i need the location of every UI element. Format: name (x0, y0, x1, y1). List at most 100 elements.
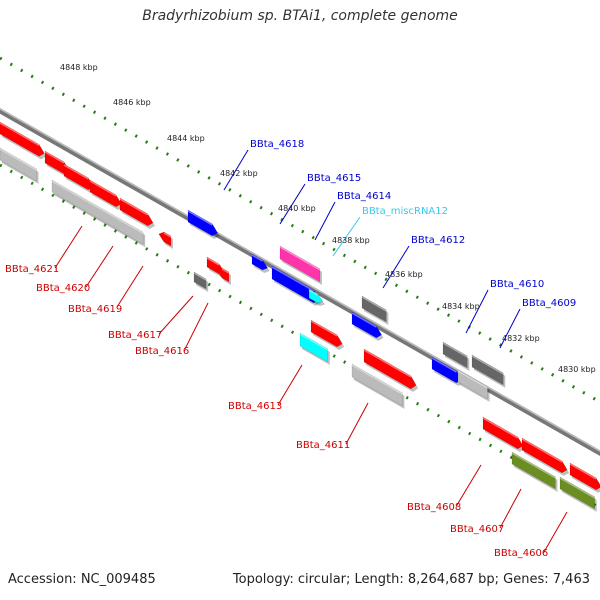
gene-feature-body (457, 369, 488, 400)
gene-feature-body (511, 451, 556, 490)
gene-feature[interactable] (119, 197, 155, 229)
gene-feature-body (193, 271, 207, 290)
gene-feature-body (279, 245, 321, 283)
gene-leader-line (465, 289, 489, 334)
gene-label[interactable]: BBta_4606 (494, 548, 548, 559)
gene-label[interactable]: BBta_4616 (135, 346, 189, 357)
tick-ruler-line (0, 56, 600, 404)
genome-summary-text: Topology: circular; Length: 8,264,687 bp… (232, 572, 590, 587)
gene-feature[interactable] (0, 147, 39, 184)
gene-label[interactable]: BBta_miscRNA12 (362, 206, 448, 217)
gene-feature-highlight (511, 452, 556, 479)
gene-feature[interactable] (363, 348, 419, 392)
gene-feature[interactable] (351, 363, 405, 409)
gene-feature-highlight (569, 463, 597, 480)
gene-label[interactable]: BBta_4608 (407, 502, 461, 513)
gene-feature-highlight (471, 355, 504, 375)
kbp-label: 4830 kbp (558, 365, 596, 374)
feature-track (0, 121, 600, 512)
map-title: Bradyrhizobium sp. BTAi1, complete genom… (142, 8, 458, 24)
gene-feature-highlight (279, 246, 321, 271)
gene-feature[interactable] (89, 179, 124, 210)
gene-feature-highlight (521, 438, 563, 463)
tick-ruler (0, 56, 600, 510)
gene-label[interactable]: BBta_4617 (108, 330, 162, 341)
gene-feature[interactable] (51, 179, 146, 248)
gene-feature-highlight (206, 257, 220, 266)
gene-label[interactable]: BBta_4614 (337, 191, 391, 202)
gene-feature-highlight (431, 357, 457, 373)
gene-feature-highlight (187, 210, 213, 226)
gene-feature[interactable] (63, 163, 96, 193)
gene-feature[interactable] (521, 437, 570, 476)
gene-label[interactable]: BBta_4621 (5, 264, 59, 275)
gene-feature-body (363, 348, 417, 390)
gene-feature[interactable] (471, 354, 506, 388)
gene-feature-highlight (0, 148, 37, 171)
gene-label[interactable]: BBta_4613 (228, 401, 282, 412)
genome-backbone (0, 107, 600, 457)
gene-feature-highlight (457, 370, 488, 389)
gene-feature-body (442, 341, 468, 369)
gene-label[interactable]: BBta_4611 (296, 440, 350, 451)
gene-feature-highlight (351, 312, 377, 328)
gene-feature[interactable] (559, 476, 597, 512)
gene-feature[interactable] (351, 311, 384, 341)
gene-feature[interactable] (216, 267, 231, 285)
gene-label[interactable]: BBta_4618 (250, 139, 304, 150)
gene-leader-line (184, 302, 209, 350)
gene-feature-body (559, 476, 595, 510)
gene-feature[interactable] (361, 295, 389, 325)
kbp-label: 4834 kbp (442, 302, 480, 311)
gene-label[interactable]: BBta_4610 (490, 279, 544, 290)
gene-feature[interactable] (187, 209, 220, 239)
gene-feature[interactable] (442, 341, 470, 371)
gene-feature-highlight (51, 180, 144, 234)
gene-feature-highlight (251, 254, 263, 262)
gene-feature[interactable] (511, 451, 558, 492)
gene-leader-line (382, 245, 410, 289)
gene-feature[interactable] (482, 416, 525, 452)
gene-feature-highlight (63, 164, 89, 180)
kbp-label: 4848 kbp (60, 63, 98, 72)
label-leaders (54, 149, 568, 553)
gene-leader-line (85, 245, 114, 288)
gene-feature-body (0, 121, 45, 157)
gene-feature-body (0, 147, 37, 182)
gene-label[interactable]: BBta_4620 (36, 283, 90, 294)
gene-leader-line (543, 511, 568, 553)
gene-feature-body (482, 416, 524, 450)
gene-feature[interactable] (0, 121, 47, 160)
gene-label[interactable]: BBta_4607 (450, 524, 504, 535)
gene-feature-highlight (361, 296, 387, 312)
kbp-label: 4840 kbp (278, 204, 316, 213)
gene-feature[interactable] (299, 332, 330, 365)
gene-feature[interactable] (569, 462, 600, 493)
gene-label[interactable]: BBta_4609 (522, 298, 576, 309)
gene-feature-body (251, 253, 269, 271)
gene-leader-line (277, 364, 303, 406)
kbp-label: 4842 kbp (220, 169, 258, 178)
gene-label[interactable]: BBta_4615 (307, 173, 361, 184)
gene-feature[interactable] (193, 271, 209, 292)
gene-feature-highlight (482, 417, 519, 439)
gene-feature[interactable] (251, 253, 270, 273)
gene-feature[interactable] (158, 231, 173, 249)
gene-feature[interactable] (310, 319, 345, 350)
gene-feature-body (89, 179, 122, 208)
gene-leader-line (499, 488, 522, 529)
gene-feature[interactable] (308, 288, 325, 306)
gene-feature-highlight (299, 333, 329, 351)
kbp-label: 4836 kbp (385, 270, 423, 279)
gene-feature-body (216, 267, 230, 283)
gene-leader-line (332, 216, 361, 257)
gene-feature[interactable] (457, 369, 490, 402)
gene-leader-line (116, 265, 144, 308)
gene-feature-body (361, 295, 387, 323)
gene-label[interactable]: BBta_4619 (68, 304, 122, 315)
gene-label[interactable]: BBta_4612 (411, 235, 465, 246)
gene-feature-highlight (0, 122, 40, 147)
gene-feature[interactable] (279, 245, 322, 285)
gene-leader-line (54, 225, 83, 269)
